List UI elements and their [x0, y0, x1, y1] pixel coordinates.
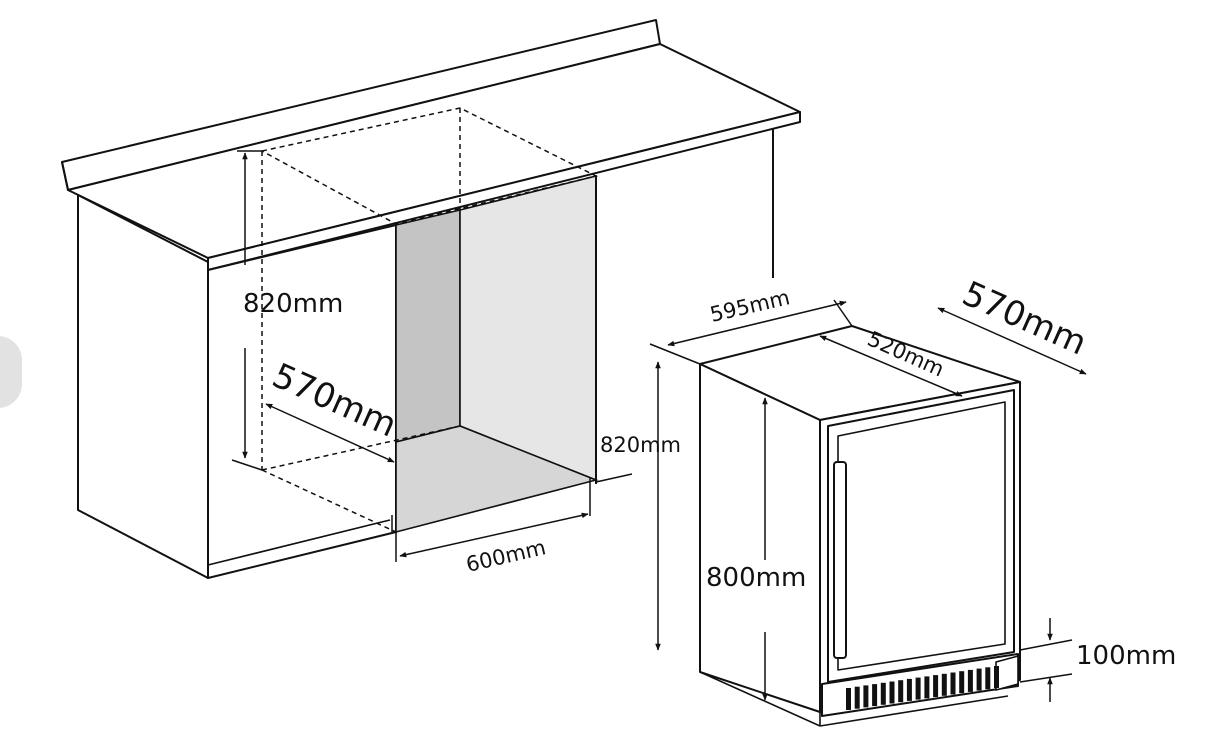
vent-slot	[967, 669, 973, 692]
vent-slot	[872, 684, 878, 707]
control-panel	[995, 655, 1019, 691]
vent-slot	[959, 671, 965, 694]
cooler-door-frame	[827, 389, 1015, 683]
appliance-dimensions	[649, 299, 1087, 702]
vent-slot	[854, 686, 860, 709]
cutout-height-label: 820mm	[243, 289, 343, 319]
vent-grille	[846, 666, 999, 710]
kitchen-cabinet	[61, 19, 801, 579]
counter-height-label: 820mm	[600, 433, 681, 457]
vent-slot	[933, 675, 939, 698]
countertop	[61, 19, 801, 271]
vent-slot	[889, 681, 895, 704]
vent-slot	[985, 667, 991, 690]
vent-slot	[950, 672, 956, 695]
appliance-width-label: 595mm	[708, 285, 792, 327]
vent-slot	[976, 668, 982, 691]
door-handle	[833, 461, 847, 659]
appliance-depth-label: 570mm	[956, 274, 1092, 364]
vent-slot	[924, 676, 930, 699]
vent-slot	[941, 673, 947, 696]
cutout-dimensions	[231, 150, 633, 562]
cutout-width-label: 600mm	[464, 535, 548, 577]
vent-slot	[898, 680, 904, 703]
niche-side-panel	[395, 208, 461, 444]
vent-slot	[863, 685, 869, 708]
appliance-plinth-label: 100mm	[1076, 641, 1176, 671]
vent-slot	[994, 666, 999, 688]
wine-cooler	[699, 325, 1021, 727]
appliance-niche	[395, 174, 599, 534]
side-nav-button[interactable]	[0, 336, 22, 408]
cabinet-body-left	[77, 194, 397, 579]
vent-slot	[915, 677, 921, 700]
vent-slot	[906, 678, 912, 701]
vent-slot	[880, 682, 886, 705]
appliance-height-label: 800mm	[706, 563, 806, 593]
vent-slot	[846, 688, 851, 710]
cooler-side	[699, 363, 821, 713]
